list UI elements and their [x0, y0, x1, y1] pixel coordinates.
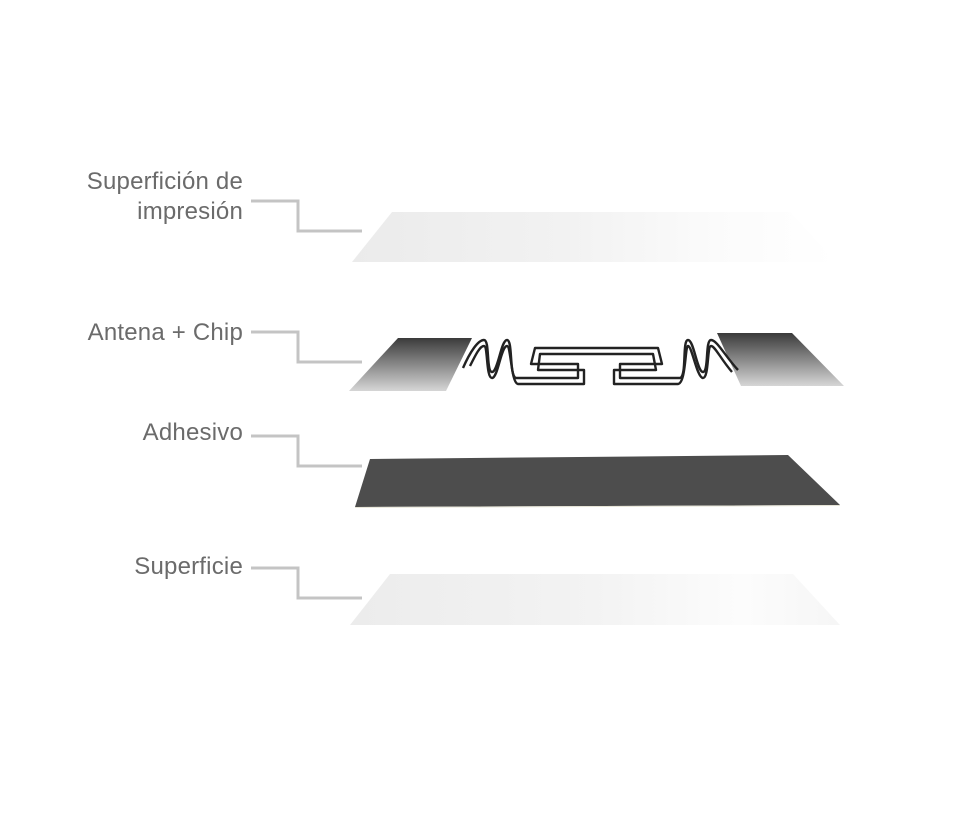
label-adhesive: Adhesivo	[143, 418, 243, 448]
label-surface: Superficie	[134, 552, 243, 582]
antenna-wire	[461, 338, 739, 380]
adhesive-layer	[355, 455, 840, 507]
antenna-pad-left	[349, 338, 472, 391]
antenna-pad-right	[717, 333, 844, 386]
label-adhesive-text: Adhesivo	[142, 419, 243, 446]
antenna-chip-layer	[349, 333, 844, 391]
adhesive-edge	[354, 505, 841, 508]
label-print-surface-line2: impresión	[137, 198, 243, 225]
leader-line-adhesive	[251, 434, 362, 468]
leader-line-surface	[251, 566, 362, 600]
label-print-surface-line1: Superfición de	[86, 168, 243, 195]
label-surface-text: Superficie	[134, 553, 243, 580]
print-surface-layer	[352, 212, 836, 262]
antenna-wire-inner	[468, 344, 733, 386]
label-antenna-chip: Antena + Chip	[88, 318, 243, 348]
leader-line-antenna	[251, 330, 362, 364]
label-print-surface: Superfición de impresión	[87, 167, 243, 227]
surface-layer	[350, 574, 840, 625]
label-antenna-chip-text: Antena + Chip	[87, 319, 243, 346]
leader-line-print-surface	[251, 199, 362, 233]
